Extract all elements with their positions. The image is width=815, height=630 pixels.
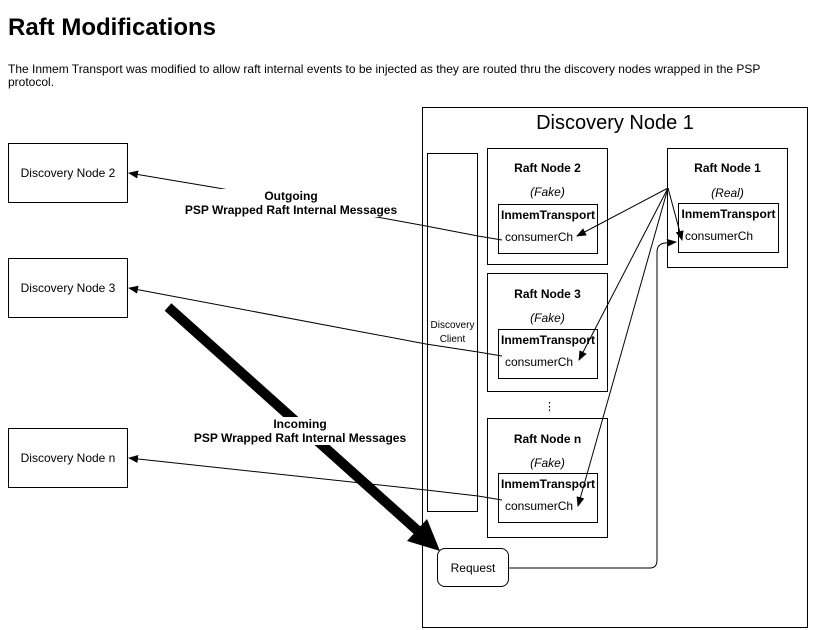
arrow-to-discovery-node-2: [128, 170, 219, 189]
discovery-node-2-label: Discovery Node 2: [20, 166, 116, 180]
raft-node-1-kind: (Real): [711, 186, 744, 200]
raft-node-3-kind: (Fake): [530, 311, 565, 325]
arrow-to-discovery-node-n: [128, 454, 427, 491]
discovery-node-n: Discovery Node n: [8, 428, 128, 488]
raft-node-2-kind: (Fake): [530, 185, 565, 199]
discovery-node-3: Discovery Node 3: [8, 258, 128, 318]
wire-request-to-raft1: [509, 238, 677, 569]
discovery-node-3-label: Discovery Node 3: [20, 281, 116, 295]
raft-node-1-consumer-ch: consumerCh: [685, 229, 754, 243]
raft-node-1: Raft Node 1 (Real) InmemTransport consum…: [667, 148, 788, 268]
discovery-node-1-title: Discovery Node 1: [536, 112, 694, 134]
discovery-node-2: Discovery Node 2: [8, 143, 128, 203]
raft-node-n-transport-title: InmemTransport: [500, 477, 596, 491]
discovery-client: Discovery Client: [427, 153, 478, 512]
raft-node-1-transport: InmemTransport consumerCh: [678, 203, 779, 253]
arrow-to-discovery-node-3: [128, 285, 427, 345]
page-description: The Inmem Transport was modified to allo…: [8, 62, 761, 89]
outgoing-label: Outgoing PSP Wrapped Raft Internal Messa…: [176, 189, 406, 217]
raft-node-3-transport-title: InmemTransport: [500, 333, 596, 347]
raft-node-1-title: Raft Node 1: [694, 161, 761, 175]
raft-node-2: Raft Node 2 (Fake) InmemTransport consum…: [487, 148, 608, 265]
raft-node-2-title: Raft Node 2: [514, 161, 581, 175]
incoming-thick-arrowhead: [407, 519, 440, 551]
raft-node-3: Raft Node 3 (Fake) InmemTransport consum…: [487, 273, 608, 392]
request-box: Request: [437, 548, 509, 587]
raft-node-2-transport-title: InmemTransport: [500, 208, 596, 222]
raft-node-n-consumer-ch: consumerCh: [505, 499, 574, 513]
discovery-client-label-1: Discovery: [430, 319, 475, 331]
arrow-raft1-to-raft2: [576, 187, 669, 237]
raft-node-2-consumer-ch: consumerCh: [505, 230, 574, 244]
raft-node-n-title: Raft Node n: [513, 432, 582, 446]
raft-node-n-kind: (Fake): [530, 456, 565, 470]
discovery-client-label-2: Client: [439, 333, 466, 345]
arrow-raft1-to-raft3: [578, 187, 669, 361]
raft-node-1-transport-title: InmemTransport: [681, 207, 776, 221]
incoming-label: Incoming PSP Wrapped Raft Internal Messa…: [185, 417, 415, 445]
request-label: Request: [450, 560, 496, 575]
raft-node-3-title: Raft Node 3: [514, 287, 581, 301]
outgoing-label-line1: Outgoing: [264, 189, 318, 203]
incoming-label-line2: PSP Wrapped Raft Internal Messages: [193, 431, 407, 445]
raft-node-3-consumer-ch: consumerCh: [505, 355, 574, 369]
wire-to-discovery-node-n: [425, 489, 503, 501]
arrow-raft1-to-raft1: [667, 187, 684, 241]
wire-to-discovery-node-3: [425, 343, 503, 357]
raft-node-ellipsis: ⋮: [544, 401, 555, 413]
raft-node-n: Raft Node n (Fake) InmemTransport consum…: [487, 418, 608, 538]
discovery-node-n-label: Discovery Node n: [20, 451, 116, 465]
raft-node-3-transport: InmemTransport consumerCh: [498, 329, 598, 379]
outgoing-label-line2: PSP Wrapped Raft Internal Messages: [184, 203, 398, 217]
page-title: Raft Modifications: [8, 14, 216, 41]
incoming-label-line1: Incoming: [273, 417, 327, 431]
arrow-raft1-to-raftn: [576, 187, 669, 507]
